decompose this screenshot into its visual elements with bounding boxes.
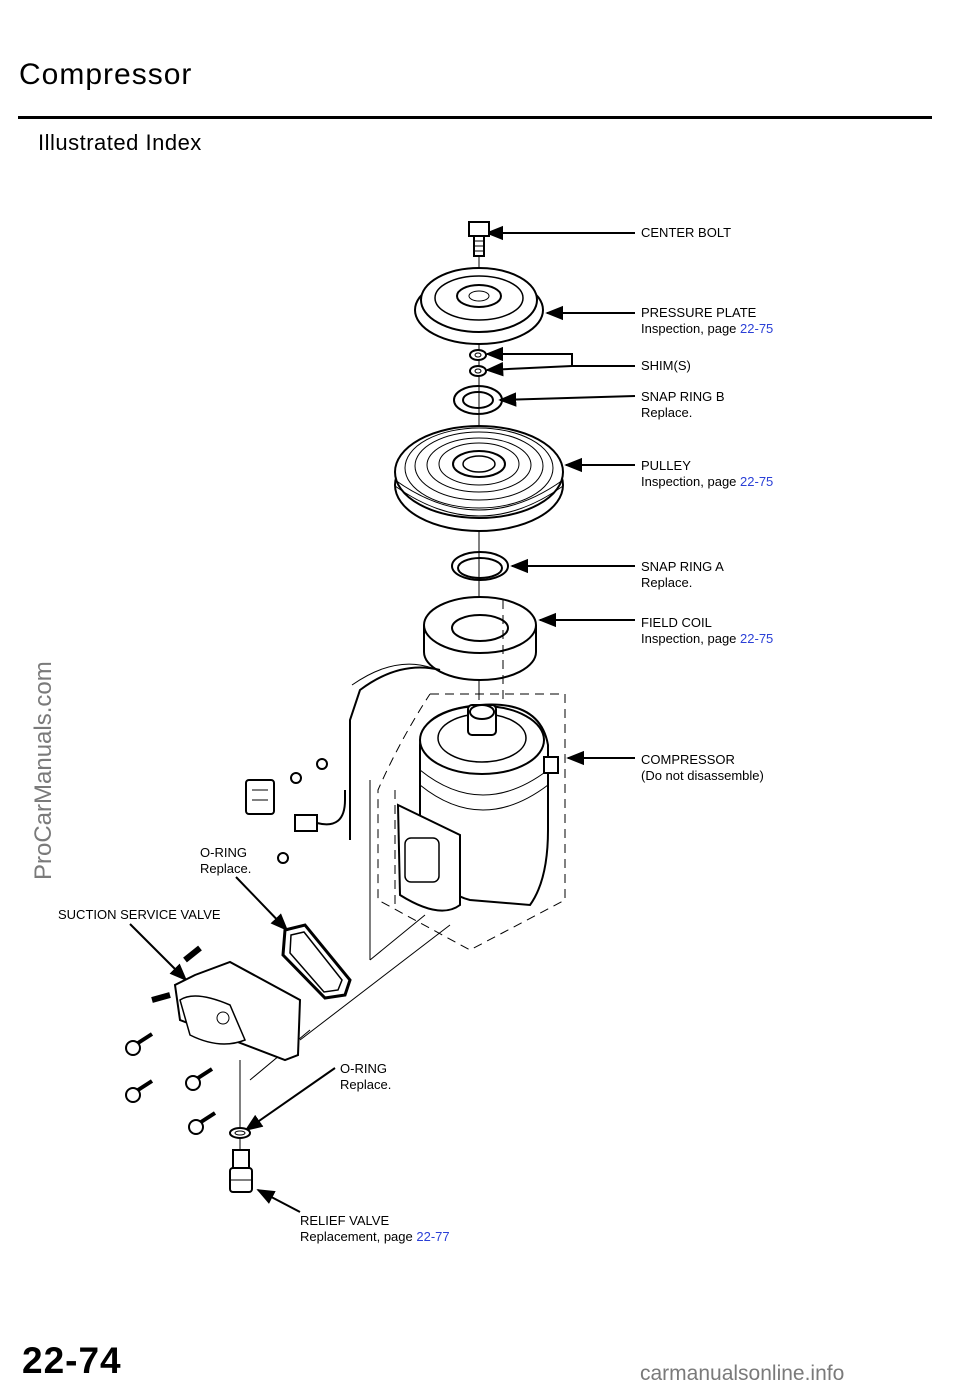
shims-name: SHIM(S) [641, 358, 691, 373]
label-shims: SHIM(S) [641, 358, 691, 374]
side-watermark: ProCarManuals.com [30, 661, 57, 880]
page-number: 22-74 [22, 1340, 122, 1381]
leader-shim-1 [485, 346, 635, 367]
o-ring-lower-note: Replace. [340, 1077, 392, 1092]
o-ring-upper-note: Replace. [200, 861, 252, 876]
label-center-bolt: CENTER BOLT [641, 225, 731, 241]
leader-o-ring-lower [244, 1067, 336, 1132]
label-pressure-plate: PRESSURE PLATE Inspection, page 22-75 [641, 305, 773, 337]
pressure-plate [414, 267, 544, 345]
relief-valve-name: RELIEF VALVE [300, 1213, 390, 1228]
pressure-plate-name: PRESSURE PLATE [641, 305, 757, 320]
bottom-watermark: carmanualsonline.info [640, 1362, 845, 1385]
snap-ring-b-name: SNAP RING B [641, 389, 725, 404]
center-bolt [468, 221, 490, 257]
pulley [394, 425, 564, 532]
pulley-note: Inspection, page [641, 474, 737, 489]
label-o-ring-upper: O-RING Replace. [200, 845, 251, 877]
label-suction-service-valve: SUCTION SERVICE VALVE [58, 907, 221, 923]
snap-ring-a-name: SNAP RING A [641, 559, 724, 574]
o-ring-upper [281, 923, 352, 1000]
label-snap-ring-b: SNAP RING B Replace. [641, 389, 725, 421]
leader-suction-valve [129, 923, 188, 982]
leader-snap-ring-b [498, 392, 636, 407]
connector [245, 758, 346, 864]
page-title: Compressor [19, 58, 193, 91]
shims [469, 349, 487, 377]
dashed-outline [377, 600, 566, 951]
snap-ring-b-note: Replace. [641, 405, 693, 420]
relief-valve [229, 1127, 253, 1193]
label-o-ring-lower: O-RING Replace. [340, 1061, 391, 1093]
suction-service-valve-name: SUCTION SERVICE VALVE [58, 907, 221, 922]
relief-valve-note: Replacement, page [300, 1229, 413, 1244]
field-coil-name: FIELD COIL [641, 615, 712, 630]
leader-relief-valve [256, 1189, 301, 1213]
compressor-name: COMPRESSOR [641, 752, 735, 767]
pressure-plate-page-link[interactable]: 22-75 [740, 321, 774, 336]
label-snap-ring-a: SNAP RING A Replace. [641, 559, 724, 591]
snap-ring-a [451, 551, 509, 581]
field-coil-note: Inspection, page [641, 631, 737, 646]
pulley-page-link[interactable]: 22-75 [740, 474, 774, 489]
snap-ring-a-note: Replace. [641, 575, 693, 590]
leader-shim-2 [485, 362, 573, 377]
valve-bolts [125, 1032, 217, 1135]
center-bolt-name: CENTER BOLT [641, 225, 732, 240]
label-relief-valve: RELIEF VALVE Replacement, page 22-77 [300, 1213, 450, 1245]
field-coil [349, 596, 537, 840]
o-ring-upper-name: O-RING [200, 845, 247, 860]
field-coil-page-link[interactable]: 22-75 [740, 631, 774, 646]
label-compressor: COMPRESSOR (Do not disassemble) [641, 752, 764, 784]
snap-ring-b [453, 385, 503, 415]
pressure-plate-note: Inspection, page [641, 321, 737, 336]
suction-service-valve [151, 945, 302, 1062]
pulley-name: PULLEY [641, 458, 691, 473]
title-rule [18, 116, 932, 119]
label-pulley: PULLEY Inspection, page 22-75 [641, 458, 773, 490]
page-subtitle: Illustrated Index [38, 130, 202, 155]
compressor-note: (Do not disassemble) [641, 768, 764, 783]
leader-o-ring-upper [235, 876, 289, 932]
compressor-body [396, 703, 559, 912]
o-ring-lower-name: O-RING [340, 1061, 387, 1076]
relief-valve-page-link[interactable]: 22-77 [416, 1229, 450, 1244]
label-field-coil: FIELD COIL Inspection, page 22-75 [641, 615, 773, 647]
